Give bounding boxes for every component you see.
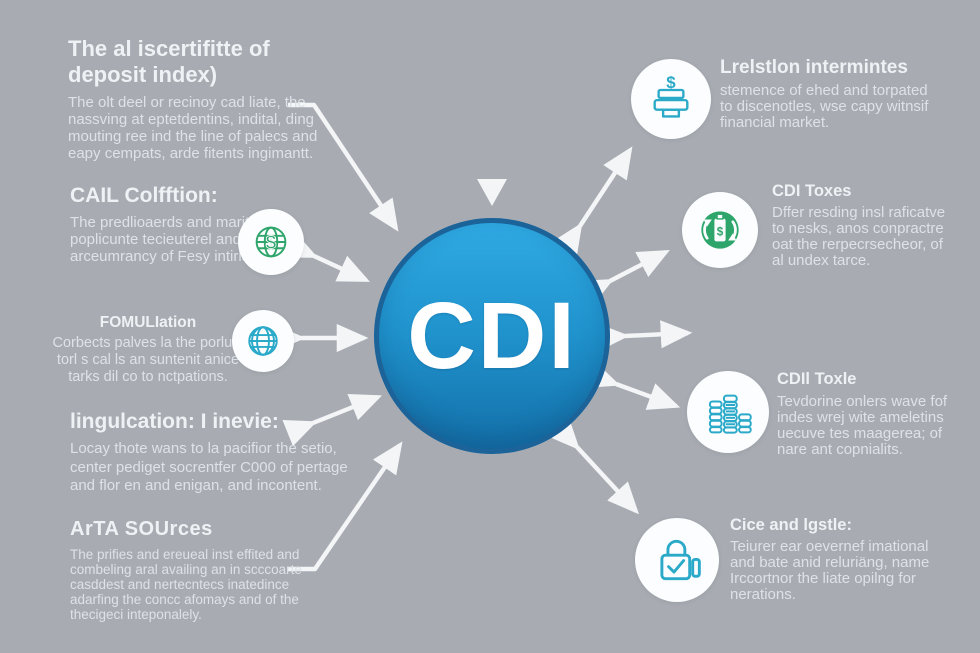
globe-dollar-icon: $	[255, 226, 287, 258]
recycle-bag-icon: $	[701, 211, 739, 249]
central-cdi-circle: CDI	[374, 218, 610, 454]
section-body: Tevdorine onlers wave fof indes wrej wit…	[777, 393, 948, 458]
section-body: Teiurer ear oevernef imational and bate …	[730, 538, 930, 603]
section-heading: CDIl Toxle	[777, 370, 857, 388]
svg-text:$: $	[717, 225, 724, 238]
arrow-top-center	[477, 179, 507, 206]
arrow-right-middle-double	[597, 320, 693, 352]
section-body: stemence of ehed and torpated to disceno…	[720, 82, 929, 131]
section-body: The prifies and ereueal inst effited and…	[70, 547, 302, 622]
section-cdi-toxes: CDI Toxes Dffer resding insl raficatve t…	[772, 182, 977, 269]
arrow-right-lower-double	[585, 361, 681, 410]
money-printer-icon: $	[653, 73, 689, 118]
globe-grid-disc	[232, 310, 294, 372]
arrow-left-upper-double	[283, 231, 370, 282]
section-heading: FOMULIation	[99, 314, 197, 331]
section-cdi-toxle: CDIl Toxle Tevdorine onlers wave fof ind…	[777, 370, 980, 458]
section-body: The olt deel or recinoy cad liate, the n…	[68, 94, 318, 162]
section-cail-colfftion: CAIL Colfftion: The predlioaerds and mar…	[70, 184, 315, 265]
section-body: Corbects palves la the porlual torl s ca…	[52, 335, 244, 385]
globe-dollar-disc: $	[238, 209, 304, 275]
money-printer-disc: $	[631, 59, 711, 139]
section-lrelstlon-intermintes: Lrelstlon intermintes stemence of ehed a…	[720, 57, 955, 131]
svg-text:$: $	[266, 233, 277, 254]
section-cice-and-lgstle: Cice and lgstle: Teiurer ear oevernef im…	[730, 516, 965, 603]
section-heading: CAIL Colfftion:	[70, 184, 218, 207]
lock-check-disc	[635, 518, 719, 602]
coin-stacks-icon	[708, 394, 752, 434]
section-heading: ArTA SOUrces	[70, 518, 213, 540]
arrow-topright-double	[553, 146, 633, 257]
section-heading: Cice and lgstle:	[730, 516, 852, 534]
section-lingulcation: lingulcation: I inevie: Locay thote wans…	[70, 410, 380, 496]
central-label: CDI	[407, 282, 577, 389]
section-body: Dffer resding insl raficatve to nesks, a…	[772, 204, 946, 269]
svg-text:$: $	[666, 73, 676, 92]
section-heading: The al iscertifitte of deposit index)	[68, 36, 270, 87]
section-heading: lingulcation: I inevie:	[70, 410, 279, 433]
lock-check-icon	[660, 539, 701, 581]
recycle-bag-disc: $	[682, 192, 758, 268]
section-fomuliation: FOMULIation Corbects palves la the porlu…	[48, 314, 248, 386]
arrow-bottomright-double	[548, 417, 639, 515]
section-certificate-of-deposit: The al iscertifitte of deposit index) Th…	[68, 36, 340, 162]
arrow-right-upper-double	[579, 249, 670, 307]
section-data-sources: ArTA SOUrces The prifies and ereueal ins…	[70, 518, 365, 622]
section-body: Locay thote wans to la pacifior the seti…	[70, 440, 348, 494]
section-heading: CDI Toxes	[772, 182, 852, 200]
globe-grid-icon	[248, 326, 278, 356]
section-heading: Lrelstlon intermintes	[720, 57, 908, 78]
coin-stacks-disc	[687, 371, 769, 453]
